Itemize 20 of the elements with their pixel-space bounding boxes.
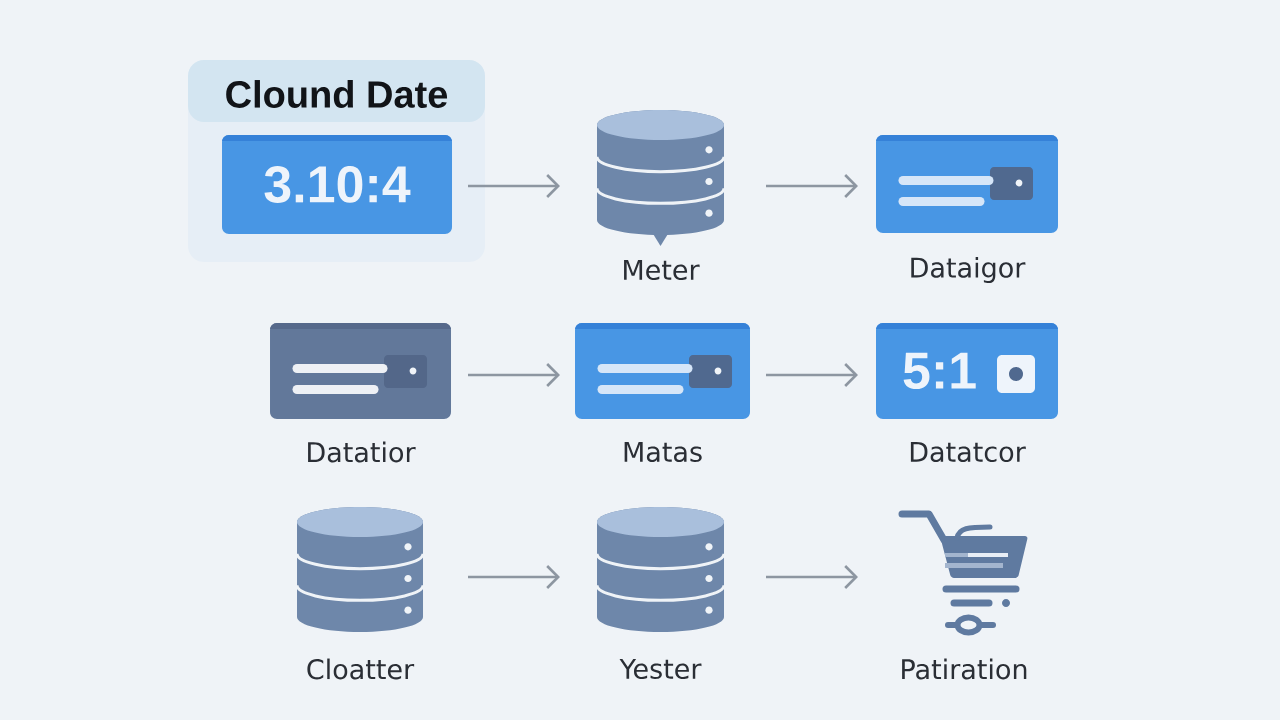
- node-label: Meter: [624, 259, 700, 280]
- arrow: [766, 174, 858, 198]
- heading-tab: Clound Date: [188, 60, 485, 122]
- node-label: Cloatter: [307, 658, 415, 680]
- card: 3.10:4: [222, 135, 452, 234]
- node-label: Yester: [619, 658, 702, 679]
- node-label: Patiration: [902, 658, 1027, 680]
- node-label: Datatcor: [910, 441, 1026, 462]
- arrow: [468, 565, 560, 589]
- node-label: Matas: [624, 441, 702, 462]
- arrow: [766, 363, 858, 387]
- node-label: Dataigor: [911, 256, 1026, 284]
- arrow: [468, 363, 560, 387]
- node-label: Datatior: [308, 441, 416, 463]
- database-icon: [595, 507, 726, 632]
- card: 5:1: [876, 323, 1058, 419]
- database-icon: [595, 110, 726, 246]
- database-icon: [295, 507, 425, 632]
- cart-icon: [898, 510, 1028, 636]
- arrow: [766, 565, 858, 589]
